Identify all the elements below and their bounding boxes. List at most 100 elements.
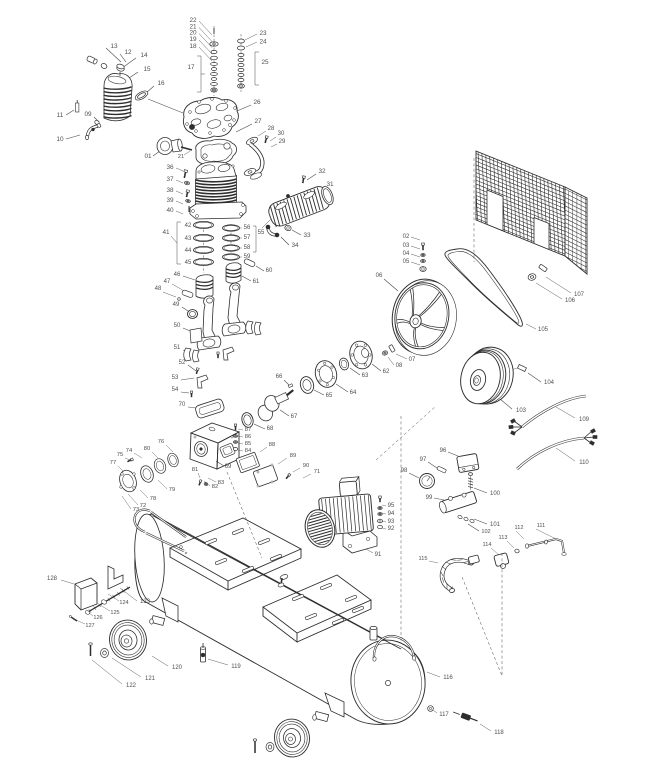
- svg-text:52: 52: [179, 360, 186, 366]
- svg-text:46: 46: [174, 272, 181, 278]
- svg-text:55: 55: [258, 230, 265, 236]
- svg-text:10: 10: [56, 136, 64, 143]
- svg-text:37: 37: [166, 176, 174, 183]
- svg-text:110: 110: [579, 460, 589, 466]
- svg-text:61: 61: [253, 279, 260, 285]
- svg-text:88: 88: [269, 442, 275, 448]
- svg-text:105: 105: [538, 327, 549, 333]
- svg-text:96: 96: [440, 448, 447, 454]
- svg-text:106: 106: [565, 298, 576, 304]
- svg-text:27: 27: [254, 118, 262, 125]
- svg-text:03: 03: [403, 243, 410, 249]
- svg-text:38: 38: [166, 187, 174, 194]
- svg-text:107: 107: [574, 292, 585, 298]
- svg-text:86: 86: [245, 434, 251, 440]
- svg-text:98: 98: [401, 468, 408, 474]
- svg-text:21: 21: [178, 154, 184, 160]
- svg-text:20: 20: [189, 30, 197, 37]
- svg-text:109: 109: [579, 417, 590, 423]
- svg-text:51: 51: [174, 345, 181, 351]
- svg-text:83: 83: [218, 480, 224, 486]
- svg-text:103: 103: [516, 408, 527, 414]
- svg-text:77: 77: [110, 460, 116, 466]
- svg-text:95: 95: [388, 503, 395, 509]
- svg-text:90: 90: [303, 463, 309, 469]
- svg-text:15: 15: [143, 66, 151, 73]
- svg-text:04: 04: [403, 251, 410, 257]
- svg-text:21: 21: [189, 24, 197, 31]
- svg-text:47: 47: [164, 279, 171, 285]
- svg-text:81: 81: [192, 467, 198, 473]
- svg-text:104: 104: [544, 380, 555, 386]
- svg-text:24: 24: [259, 39, 267, 46]
- svg-text:99: 99: [426, 495, 433, 501]
- svg-text:44: 44: [185, 248, 192, 254]
- svg-text:32: 32: [318, 168, 326, 175]
- svg-text:120: 120: [172, 665, 183, 671]
- svg-text:65: 65: [326, 393, 333, 399]
- svg-text:43: 43: [185, 236, 192, 242]
- svg-text:74: 74: [126, 448, 133, 454]
- svg-text:79: 79: [169, 487, 175, 493]
- svg-text:64: 64: [350, 390, 357, 396]
- svg-text:102: 102: [481, 529, 490, 535]
- svg-text:82: 82: [212, 484, 218, 490]
- svg-text:13: 13: [110, 43, 118, 50]
- svg-text:115: 115: [419, 556, 428, 562]
- svg-text:45: 45: [185, 260, 192, 266]
- svg-text:127: 127: [85, 623, 94, 629]
- svg-text:124: 124: [119, 600, 128, 606]
- svg-text:56: 56: [244, 225, 251, 231]
- svg-text:71: 71: [314, 469, 320, 475]
- svg-text:14: 14: [140, 52, 148, 59]
- svg-text:39: 39: [166, 197, 174, 204]
- svg-text:31: 31: [326, 181, 334, 188]
- svg-text:75: 75: [117, 452, 123, 458]
- svg-text:116: 116: [443, 675, 453, 681]
- svg-text:50: 50: [174, 323, 181, 329]
- svg-text:40: 40: [166, 207, 174, 214]
- svg-text:42: 42: [185, 223, 192, 229]
- svg-text:01: 01: [144, 153, 152, 160]
- svg-text:05: 05: [403, 259, 410, 265]
- svg-text:123: 123: [140, 599, 151, 605]
- svg-text:93: 93: [388, 519, 395, 525]
- svg-text:69: 69: [225, 464, 232, 470]
- svg-text:33: 33: [303, 232, 311, 239]
- svg-text:54: 54: [172, 387, 179, 393]
- svg-text:122: 122: [126, 683, 137, 689]
- svg-text:91: 91: [375, 552, 382, 558]
- svg-text:26: 26: [253, 99, 261, 106]
- svg-text:11: 11: [57, 112, 64, 119]
- svg-text:08: 08: [396, 363, 403, 369]
- svg-text:117: 117: [439, 712, 449, 718]
- svg-text:02: 02: [403, 234, 410, 240]
- svg-text:121: 121: [145, 676, 156, 682]
- svg-text:68: 68: [267, 426, 274, 432]
- svg-text:23: 23: [259, 30, 267, 37]
- svg-text:48: 48: [155, 286, 162, 292]
- svg-text:80: 80: [144, 446, 150, 452]
- svg-text:100: 100: [490, 491, 501, 497]
- svg-text:114: 114: [483, 542, 492, 548]
- svg-text:76: 76: [158, 439, 164, 445]
- svg-text:53: 53: [172, 375, 179, 381]
- svg-text:92: 92: [388, 526, 395, 532]
- svg-text:72: 72: [140, 503, 146, 509]
- svg-text:63: 63: [362, 373, 369, 379]
- svg-text:73: 73: [133, 507, 139, 513]
- svg-text:06: 06: [376, 273, 383, 279]
- svg-text:85: 85: [245, 441, 251, 447]
- svg-text:118: 118: [494, 730, 504, 736]
- svg-text:84: 84: [245, 448, 252, 454]
- svg-text:67: 67: [291, 414, 298, 420]
- svg-text:97: 97: [420, 457, 427, 463]
- svg-text:66: 66: [276, 374, 283, 380]
- svg-text:101: 101: [490, 522, 501, 528]
- svg-text:128: 128: [47, 576, 58, 582]
- svg-text:113: 113: [499, 535, 508, 541]
- svg-text:07: 07: [409, 357, 416, 363]
- svg-text:09: 09: [84, 111, 92, 118]
- svg-text:119: 119: [231, 664, 241, 670]
- svg-text:16: 16: [157, 80, 165, 87]
